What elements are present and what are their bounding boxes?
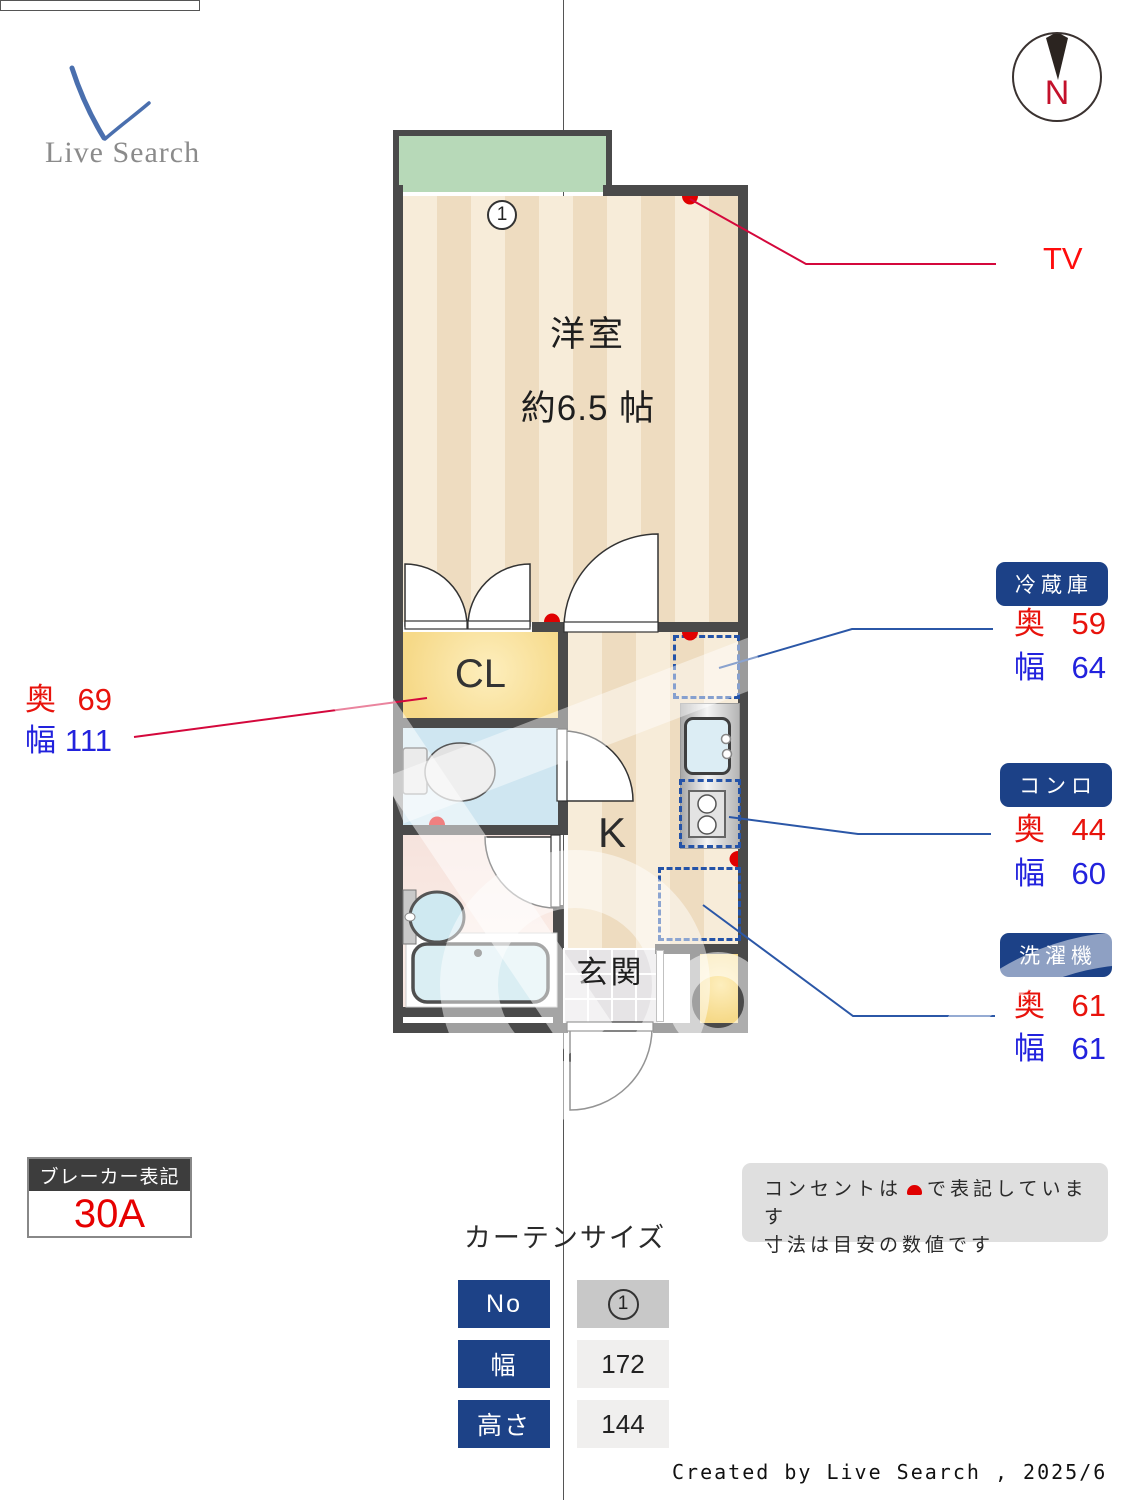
stove-leader-line	[728, 816, 991, 835]
bathroom-floor	[403, 835, 553, 1007]
width-label: 幅	[1014, 650, 1045, 685]
closet-dim-leader-line	[133, 697, 428, 738]
depth-label: 奥	[25, 682, 56, 717]
note-line-2: 寸法は目安の数値です	[764, 1235, 995, 1256]
curtain-no-cell: 1	[577, 1280, 669, 1328]
curtain-marker-1: 1	[487, 200, 517, 230]
curtain-width-header: 幅	[458, 1340, 550, 1388]
room-label: 洋室	[549, 315, 626, 354]
wall	[393, 185, 403, 1033]
door-leaf	[566, 1021, 654, 1032]
stove-space-outline	[679, 779, 741, 848]
compass-needle-icon	[1046, 32, 1068, 80]
shoe-closet-floor	[700, 954, 738, 1023]
wall	[655, 944, 748, 954]
logo-text: Live Search	[45, 136, 201, 169]
legend-note: コンセントはで表記しています 寸法は目安の数値です	[742, 1163, 1108, 1256]
width-label: 幅	[1014, 856, 1045, 891]
closet-width-dim: 幅 111	[25, 723, 112, 758]
breaker-value: 30A	[73, 1192, 146, 1236]
wall	[690, 954, 700, 1023]
width-label: 幅	[1014, 1031, 1045, 1066]
breaker-box: ブレーカー表記 30A	[27, 1157, 192, 1238]
wall	[603, 185, 748, 196]
door-leaf	[404, 620, 468, 630]
door-leaf	[467, 620, 531, 630]
wall	[655, 622, 748, 632]
wall	[403, 1007, 563, 1017]
compass-north-label: N	[1044, 74, 1070, 112]
kitchen-label: K	[598, 809, 627, 856]
width-label: 幅	[25, 723, 56, 758]
credit-text: Created by Live Search , 2025/6	[672, 1460, 1108, 1484]
entrance-side-panel	[656, 950, 664, 1022]
closet-label: CL	[454, 652, 507, 696]
washer-space-outline	[658, 867, 741, 941]
curtain-height-value: 144	[577, 1400, 669, 1448]
breaker-title: ブレーカー表記	[29, 1159, 190, 1191]
fridge-leader-line	[718, 628, 993, 669]
live-search-logo: Live Search	[45, 58, 205, 170]
fridge-width-dim: 幅 64	[1014, 650, 1106, 685]
note-line-1: コンセントはで表記しています	[764, 1179, 1088, 1228]
curtain-width-value: 172	[577, 1340, 669, 1388]
tv-label: TV	[1043, 241, 1083, 276]
outlet-icon	[907, 1185, 923, 1195]
kitchen-sink	[684, 717, 731, 775]
fridge-badge: 冷蔵庫	[996, 562, 1108, 606]
toilet-floor	[403, 728, 558, 825]
curtain-table-title: カーテンサイズ	[463, 1223, 667, 1253]
room-size-label: 約6.5 帖	[520, 389, 656, 428]
wall	[393, 1023, 568, 1033]
entrance-label: 玄関	[576, 955, 645, 990]
wall	[558, 632, 568, 730]
compass: N	[1012, 32, 1102, 122]
curtain-height-header: 高さ	[458, 1400, 550, 1448]
washer-depth-dim: 奥 61	[1014, 988, 1106, 1023]
door-leaf	[563, 621, 659, 633]
fridge-space-outline	[673, 635, 740, 699]
washer-badge: 洗濯機	[1000, 933, 1112, 977]
wall	[653, 1023, 748, 1033]
washer-width-dim: 幅 61	[1014, 1031, 1106, 1066]
balcony	[393, 130, 612, 192]
window	[0, 0, 564, 1500]
stove-badge: コンロ	[1000, 763, 1112, 807]
stove-unit	[688, 790, 726, 838]
logo-check-icon	[69, 65, 151, 141]
entrance-door-arc	[569, 1027, 653, 1111]
depth-label: 奥	[1014, 606, 1045, 641]
closet-depth-dim: 奥 69	[25, 682, 112, 717]
curtain-no-value: 1	[607, 1288, 639, 1320]
wall	[738, 185, 748, 1033]
wall	[393, 825, 568, 835]
wall	[532, 622, 565, 632]
stove-width-dim: 幅 60	[1014, 856, 1106, 891]
fridge-depth-dim: 奥 59	[1014, 606, 1106, 641]
depth-label: 奥	[1014, 988, 1045, 1023]
stove-depth-dim: 奥 44	[1014, 812, 1106, 847]
curtain-no-header: No	[458, 1280, 550, 1328]
depth-label: 奥	[1014, 812, 1045, 847]
wall	[403, 718, 558, 728]
